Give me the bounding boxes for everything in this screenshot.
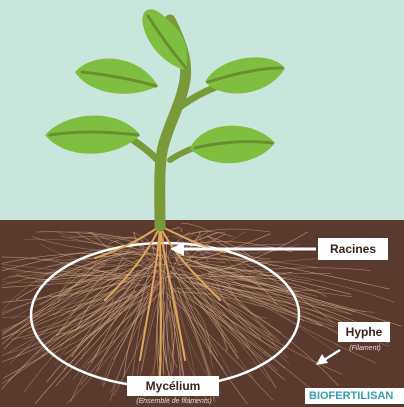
root-strand: [160, 226, 161, 375]
label-mycelium-subtitle: (Ensemble de filaments): [118, 398, 230, 405]
label-racines: Racines: [318, 238, 388, 260]
label-hyphe-subtitle: (Filament): [340, 345, 390, 352]
label-hyphe: Hyphe: [338, 322, 390, 342]
sky-background: [0, 0, 404, 220]
label-mycelium: Mycélium: [127, 376, 219, 396]
brand-logo-text: BIOFERTILISAN: [305, 388, 404, 404]
